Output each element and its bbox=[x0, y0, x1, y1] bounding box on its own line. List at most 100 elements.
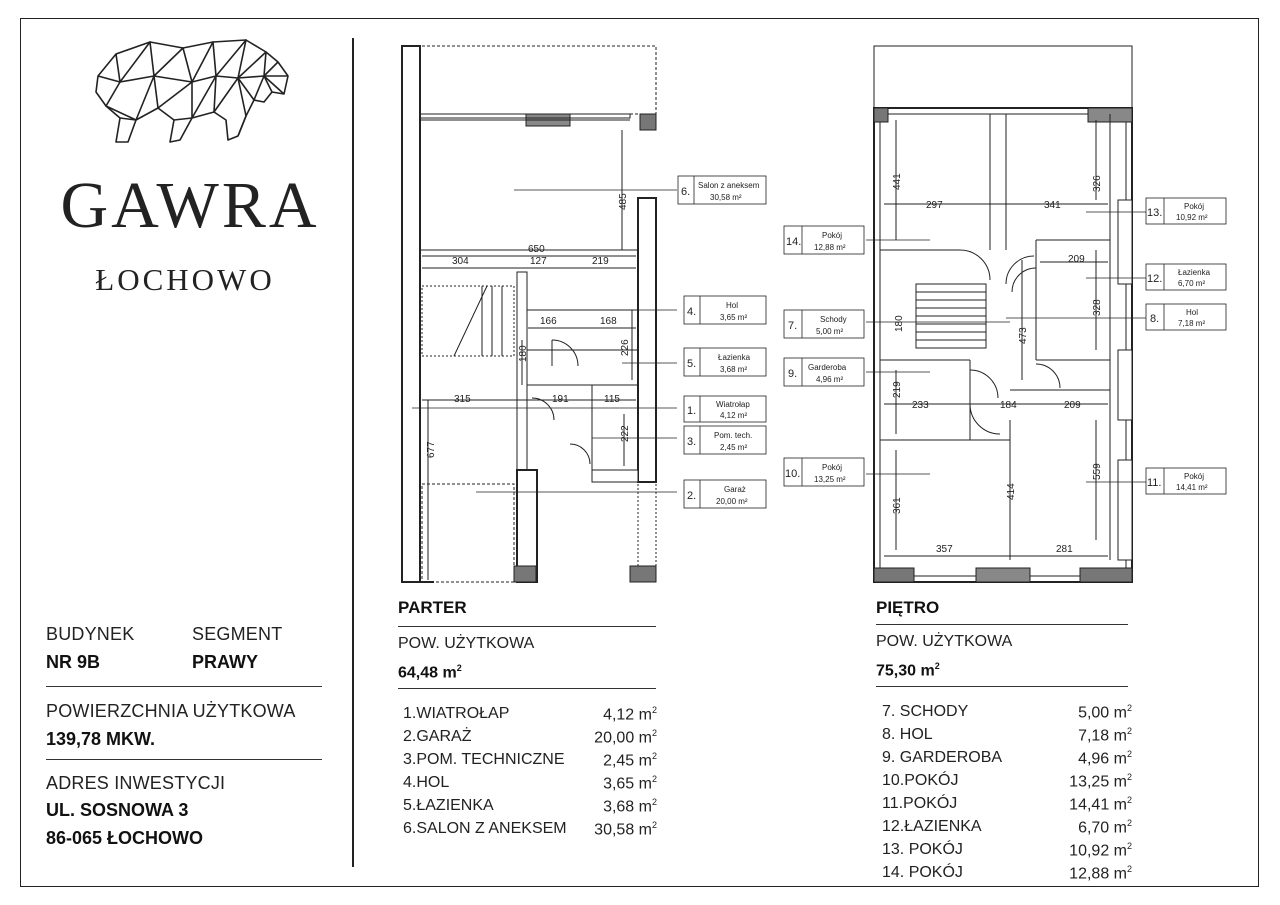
svg-text:Hol: Hol bbox=[726, 301, 738, 310]
dim-label: 473 bbox=[1018, 327, 1029, 344]
svg-text:13.: 13. bbox=[1147, 207, 1162, 219]
upper-title: PIĘTRO bbox=[876, 598, 940, 617]
svg-text:14,41 m²: 14,41 m² bbox=[1176, 483, 1208, 492]
info-divider-1 bbox=[46, 686, 322, 688]
svg-text:9.: 9. bbox=[788, 368, 797, 380]
dim-label: 226 bbox=[620, 339, 631, 356]
address-label: ADRES INWESTYCJI bbox=[46, 773, 226, 793]
dim-label: 166 bbox=[540, 316, 557, 327]
ground-floor-plan: 650 304 127 219 485 166 168 226 180 315 … bbox=[401, 45, 677, 583]
dim-label: 219 bbox=[892, 381, 903, 398]
column-divider bbox=[352, 38, 354, 867]
info-divider-2 bbox=[46, 759, 322, 761]
svg-text:Schody: Schody bbox=[820, 315, 847, 324]
svg-text:Garaż: Garaż bbox=[724, 485, 746, 494]
svg-text:14.: 14. bbox=[786, 236, 801, 248]
svg-text:7.: 7. bbox=[788, 320, 797, 332]
svg-text:4,12 m²: 4,12 m² bbox=[720, 411, 747, 420]
brand-location: ŁOCHOWO bbox=[95, 262, 275, 297]
upper-area-value: 75,30 m2 bbox=[876, 661, 940, 680]
svg-text:10.: 10. bbox=[785, 468, 800, 480]
callout-salon: 6. Salon z aneksem 30,58 m² bbox=[677, 175, 767, 205]
svg-text:Łazienka: Łazienka bbox=[1178, 268, 1211, 277]
svg-text:Hol: Hol bbox=[1186, 308, 1198, 317]
ground-divider-1 bbox=[398, 626, 656, 628]
segment-value: PRAWY bbox=[192, 652, 259, 672]
svg-text:8.: 8. bbox=[1150, 313, 1159, 325]
svg-text:11.: 11. bbox=[1147, 477, 1161, 489]
svg-text:7,18 m²: 7,18 m² bbox=[1178, 319, 1205, 328]
ground-area-value: 64,48 m2 bbox=[398, 663, 462, 682]
svg-text:Pokój: Pokój bbox=[1184, 472, 1204, 481]
dim-label: 315 bbox=[454, 394, 471, 405]
dim-label: 341 bbox=[1044, 200, 1061, 211]
callout-pom-tech: 3. Pom. tech. 2,45 m² bbox=[683, 425, 767, 455]
dim-label: 168 bbox=[600, 316, 617, 327]
svg-text:6.: 6. bbox=[681, 186, 690, 198]
dim-label: 127 bbox=[530, 256, 547, 267]
callout-schody: 7. Schody 5,00 m² bbox=[783, 309, 865, 339]
svg-text:4,96 m²: 4,96 m² bbox=[816, 375, 843, 384]
svg-text:5.: 5. bbox=[687, 358, 696, 370]
dim-label: 441 bbox=[892, 173, 903, 190]
svg-text:20,00 m²: 20,00 m² bbox=[716, 497, 748, 506]
ground-title: PARTER bbox=[398, 598, 467, 617]
svg-text:Salon z aneksem: Salon z aneksem bbox=[698, 181, 760, 190]
upper-floor-plan: 441 297 341 326 209 328 473 180 219 233 … bbox=[866, 45, 1150, 583]
ground-divider-2 bbox=[398, 688, 656, 690]
building-value: NR 9B bbox=[46, 652, 101, 672]
callout-garaz: 2. Garaż 20,00 m² bbox=[683, 479, 767, 509]
callout-lazienka-12: 12. Łazienka 6,70 m² bbox=[1145, 263, 1227, 291]
svg-text:2.: 2. bbox=[687, 490, 696, 502]
svg-text:Pom. tech.: Pom. tech. bbox=[714, 431, 752, 440]
upper-area-label: POW. UŻYTKOWA bbox=[876, 633, 1013, 650]
svg-text:4.: 4. bbox=[687, 306, 696, 318]
callout-garderoba: 9. Garderoba 4,96 m² bbox=[783, 357, 865, 387]
dim-label: 650 bbox=[528, 244, 545, 255]
svg-text:3,65 m²: 3,65 m² bbox=[720, 313, 747, 322]
dim-label: 297 bbox=[926, 200, 943, 211]
dim-label: 209 bbox=[1068, 254, 1085, 265]
svg-text:13,25 m²: 13,25 m² bbox=[814, 475, 846, 484]
upper-callouts-right: 13. Pokój 10,92 m² 12. Łazienka 6,70 m² … bbox=[1145, 197, 1227, 495]
dim-label: 361 bbox=[892, 497, 903, 514]
svg-text:30,58 m²: 30,58 m² bbox=[710, 193, 742, 202]
callout-pokoj-11: 11. Pokój 14,41 m² bbox=[1145, 467, 1227, 495]
dim-label: 219 bbox=[592, 256, 609, 267]
brand-name: GAWRA bbox=[60, 169, 320, 242]
bear-logo-icon bbox=[95, 39, 289, 143]
upper-divider-2 bbox=[876, 686, 1128, 688]
dim-label: 191 bbox=[552, 394, 569, 405]
upper-divider-1 bbox=[876, 624, 1128, 626]
svg-text:Garderoba: Garderoba bbox=[808, 363, 847, 372]
segment-label: SEGMENT bbox=[192, 624, 283, 644]
area-value: 139,78 MKW. bbox=[46, 729, 156, 749]
callout-lazienka: 5. Łazienka 3,68 m² bbox=[683, 347, 767, 377]
callout-hol-8: 8. Hol 7,18 m² bbox=[1145, 303, 1227, 331]
ground-callouts: 6. Salon z aneksem 30,58 m² 4. Hol 3,65 … bbox=[677, 175, 767, 509]
svg-text:3,68 m²: 3,68 m² bbox=[720, 365, 747, 374]
svg-text:Pokój: Pokój bbox=[1184, 202, 1204, 211]
dim-label: 328 bbox=[1092, 299, 1103, 316]
svg-text:12,88 m²: 12,88 m² bbox=[814, 243, 846, 252]
building-label: BUDYNEK bbox=[46, 624, 135, 644]
address-line1: UL. SOSNOWA 3 bbox=[46, 800, 189, 820]
dim-label: 222 bbox=[620, 425, 631, 442]
dim-label: 233 bbox=[912, 400, 929, 411]
area-label: POWIERZCHNIA UŻYTKOWA bbox=[46, 701, 296, 721]
dim-label: 209 bbox=[1064, 400, 1081, 411]
svg-text:Pokój: Pokój bbox=[822, 231, 842, 240]
svg-text:12.: 12. bbox=[1147, 273, 1162, 285]
dim-label: 180 bbox=[518, 345, 529, 362]
